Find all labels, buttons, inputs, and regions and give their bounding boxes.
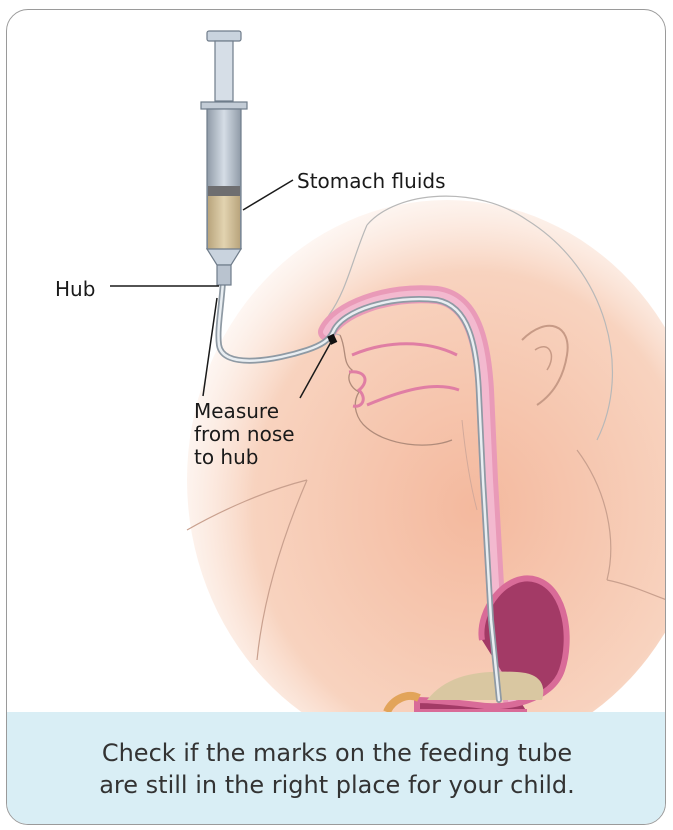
measure-label-line3: to hub (194, 446, 314, 469)
caption-box: Check if the marks on the feeding tube a… (7, 712, 666, 825)
figure-card: Stomach fluids Hub Measure from nose to … (6, 9, 666, 825)
caption-line1: Check if the marks on the feeding tube (102, 739, 572, 767)
measure-label: Measure from nose to hub (194, 400, 314, 469)
syringe (201, 31, 247, 285)
measure-label-line1: Measure (194, 400, 314, 423)
hub-label: Hub (55, 278, 95, 301)
stomach-fluids-leader (243, 180, 293, 210)
measure-label-line2: from nose (194, 423, 314, 446)
caption-text: Check if the marks on the feeding tube a… (99, 737, 575, 801)
feeding-tube-illustration (7, 10, 666, 712)
stomach-fluids-label: Stomach fluids (297, 170, 446, 193)
caption-line2: are still in the right place for your ch… (99, 771, 575, 799)
